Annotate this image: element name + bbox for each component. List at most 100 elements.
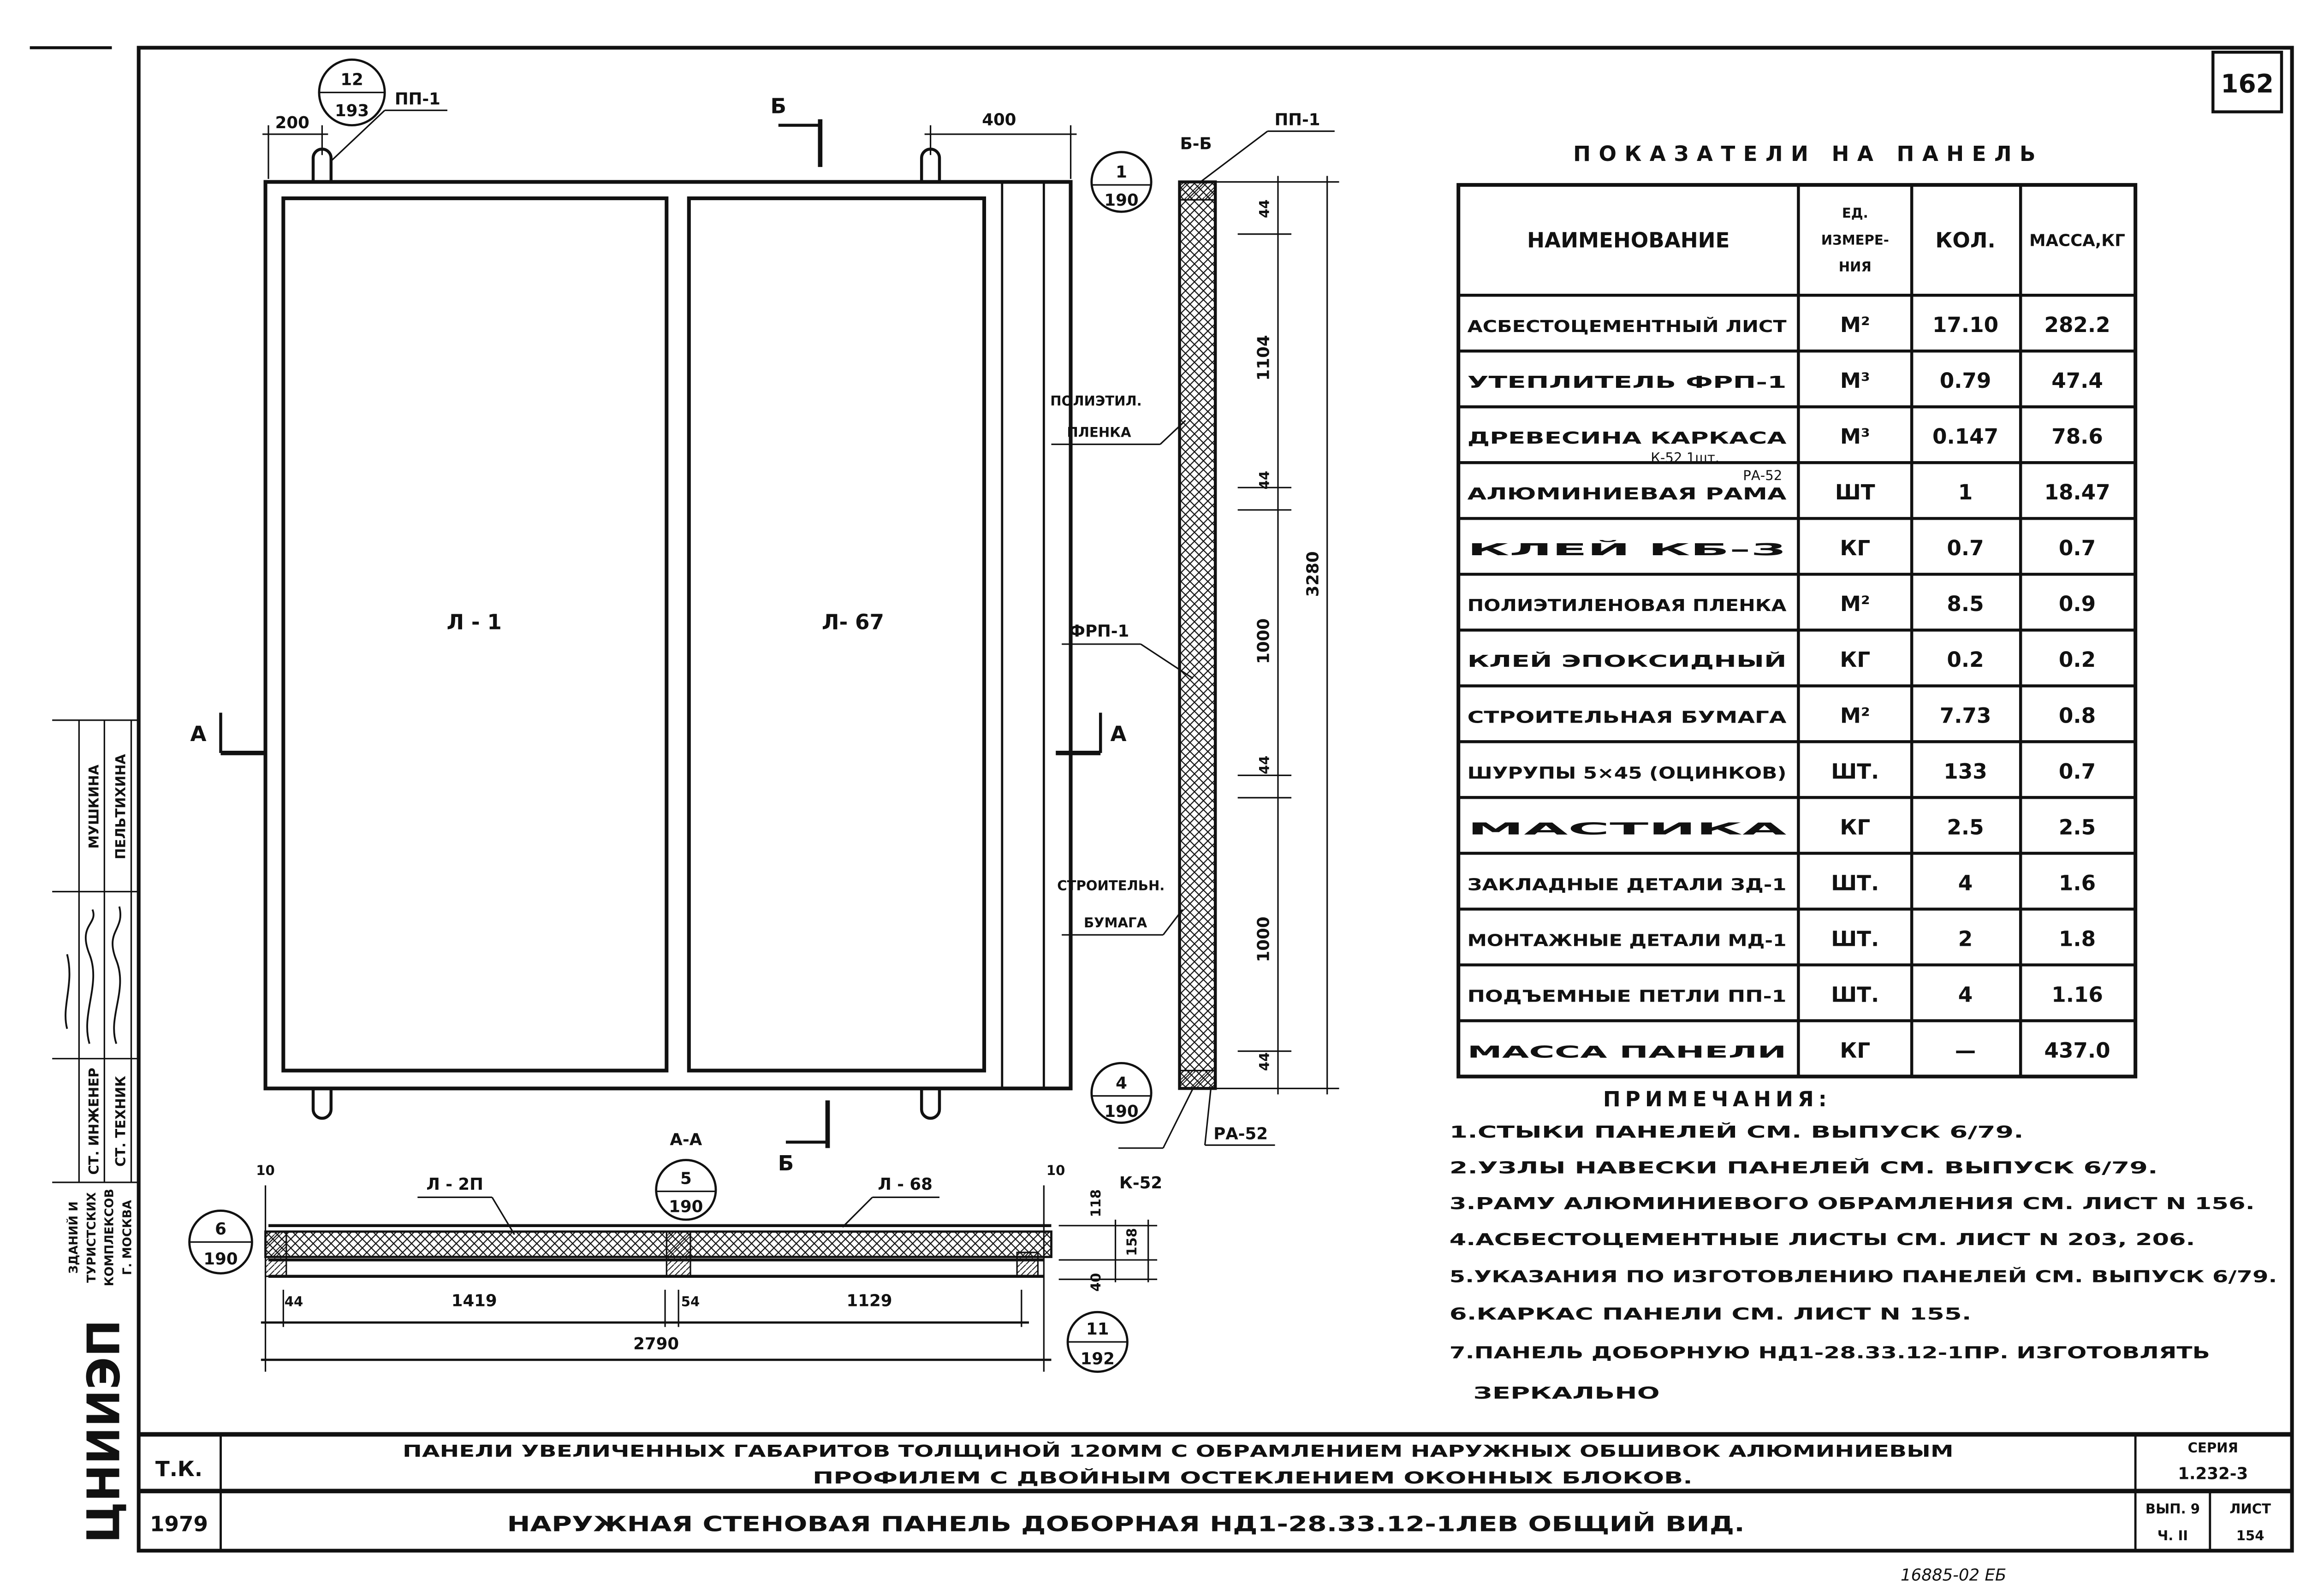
label-paper-1: СТРОИТЕЛЬН. xyxy=(1057,878,1165,893)
svg-text:192: 192 xyxy=(1081,1350,1115,1369)
issue: ВЫП. 9 xyxy=(2146,1501,2200,1517)
cell-name: ДРЕВЕСИНА КАРКАСА xyxy=(1468,429,1787,448)
svg-text:4: 4 xyxy=(1116,1074,1127,1092)
header-mass: МАССА,КГ xyxy=(2029,231,2125,250)
cell-name: АЛЮМИНИЕВАЯ РАМА xyxy=(1468,485,1787,504)
callout-bubble: 4 190 xyxy=(1090,1062,1153,1124)
header-qty: КОЛ. xyxy=(1935,228,1995,253)
section-bb-title: Б-Б xyxy=(1180,134,1212,153)
note-item: 2.УЗЛЫ НАВЕСКИ ПАНЕЛЕЙ СМ. ВЫПУСК 6/79. xyxy=(1450,1158,2158,1178)
sheet-frame: 1 6 2 xyxy=(30,46,2294,1553)
svg-text:190: 190 xyxy=(1104,1102,1138,1121)
cell-unit: М² xyxy=(1840,592,1870,616)
svg-text:190: 190 xyxy=(1104,191,1138,210)
series-label: СЕРИЯ xyxy=(2188,1440,2238,1455)
svg-text:ТУРИСТСКИХ: ТУРИСТСКИХ xyxy=(85,1192,99,1283)
dim-3280: 3280 xyxy=(1303,551,1322,597)
cell-unit: КГ xyxy=(1840,1038,1870,1062)
svg-text:Г. МОСКВА: Г. МОСКВА xyxy=(121,1200,135,1275)
cell-name: МАССА ПАНЕЛИ xyxy=(1468,1043,1787,1062)
signature xyxy=(65,906,121,1044)
k52-label: К-52 xyxy=(1119,1174,1162,1193)
subject-line-1: ПАНЕЛИ УВЕЛИЧЕННЫХ ГАБАРИТОВ ТОЛЩИНОЙ 12… xyxy=(403,1442,1954,1461)
cell-unit: ШТ. xyxy=(1831,982,1879,1007)
cell-qty: 4 xyxy=(1958,871,1973,895)
archive-number: 16885-02 ЕБ xyxy=(1901,1566,2006,1584)
org-logo: ЦНИИЭП xyxy=(78,1320,130,1543)
front-view: Л - 1 Л- 67 200 400 12 193 ПП-1 Б Б xyxy=(190,58,1127,1175)
label-l68: Л - 68 xyxy=(878,1175,932,1194)
cell-name: КЛЕЙ КБ-3 xyxy=(1468,540,1787,559)
note-item: 6.КАРКАС ПАНЕЛИ СМ. ЛИСТ N 155. xyxy=(1450,1305,1972,1324)
cell-name: МАСТИКА xyxy=(1468,819,1788,838)
svg-text:1: 1 xyxy=(1116,163,1127,182)
title-block: Т.К. 1979 ПАНЕЛИ УВЕЛИЧЕННЫХ ГАБАРИТОВ Т… xyxy=(138,1432,2292,1584)
cell-mass: 0.9 xyxy=(2059,592,2096,616)
part: Ч. II xyxy=(2157,1528,2188,1543)
cell-name: ЗАКЛАДНЫЕ ДЕТАЛИ ЗД-1 xyxy=(1468,875,1787,894)
cell-qty: 0.2 xyxy=(1947,647,1984,672)
cell-unit: М² xyxy=(1840,313,1870,337)
section-bb-loop: ПП-1 xyxy=(1274,111,1320,130)
callout-bubble: 12 193 xyxy=(318,58,386,127)
header-unit-2: ИЗМЕРЕ- xyxy=(1821,232,1889,248)
cell-qty: 133 xyxy=(1943,759,1987,783)
cell-mass: 47.4 xyxy=(2051,368,2103,393)
note-item: 3.РАМУ АЛЮМИНИЕВОГО ОБРАМЛЕНИЯ СМ. ЛИСТ … xyxy=(1450,1194,2255,1213)
org-code: Т.К. xyxy=(155,1457,202,1481)
stamp-name: МУШКИНА xyxy=(86,765,101,849)
label-film-2: ПЛЕНКА xyxy=(1067,424,1131,440)
cell-qty: 8.5 xyxy=(1947,592,1984,616)
svg-text:44: 44 xyxy=(285,1293,303,1309)
loop-label: ПП-1 xyxy=(395,89,440,108)
cell-mass: 1.16 xyxy=(2051,982,2103,1007)
section-mark-b-bottom: Б xyxy=(778,1100,830,1175)
label-frp: ФРП-1 xyxy=(1069,622,1129,641)
cell-unit: М² xyxy=(1840,703,1870,728)
cell-qty: 2 xyxy=(1958,926,1973,951)
svg-text:193: 193 xyxy=(335,101,369,120)
note-item: 5.УКАЗАНИЯ ПО ИЗГОТОВЛЕНИЮ ПАНЕЛЕЙ СМ. В… xyxy=(1450,1267,2277,1287)
indicators-table: ПОКАЗАТЕЛИ НА ПАНЕЛЬ НАИМЕНОВАНИЕ ЕД. ИЗ… xyxy=(1456,142,2138,1079)
svg-text:А: А xyxy=(1110,722,1126,746)
svg-text:40: 40 xyxy=(1088,1273,1104,1291)
table-title: ПОКАЗАТЕЛИ НА ПАНЕЛЬ xyxy=(1573,142,2035,166)
header-name: НАИМЕНОВАНИЕ xyxy=(1527,228,1730,253)
svg-text:1000: 1000 xyxy=(1254,618,1273,664)
cell-name: ПОЛИЭТИЛЕНОВАЯ ПЛЕНКА xyxy=(1468,596,1787,615)
svg-text:А: А xyxy=(190,722,207,746)
svg-text:Б: Б xyxy=(771,94,787,119)
header-unit-3: НИЯ xyxy=(1839,259,1872,274)
cell-unit: ШТ. xyxy=(1831,759,1879,783)
svg-text:6: 6 xyxy=(215,1220,226,1239)
cell-qty: 0.7 xyxy=(1947,536,1984,560)
sheet-number: 162 xyxy=(2221,69,2274,98)
subject-line-2: ПРОФИЛЕМ С ДВОЙНЫМ ОСТЕКЛЕНИЕМ ОКОННЫХ Б… xyxy=(813,1468,1693,1488)
cell-qty: 2.5 xyxy=(1947,815,1984,839)
svg-text:44: 44 xyxy=(1257,1052,1272,1071)
svg-text:1419: 1419 xyxy=(452,1291,497,1310)
cell-mass: 0.2 xyxy=(2059,647,2096,672)
sheet: 154 xyxy=(2236,1528,2264,1543)
cell-mass: 437.0 xyxy=(2044,1038,2110,1062)
svg-text:158: 158 xyxy=(1124,1228,1140,1256)
note-item: 7.ПАНЕЛЬ ДОБОРНУЮ НД1-28.33.12-1ПР. ИЗГО… xyxy=(1450,1344,2210,1363)
cell-unit: М³ xyxy=(1840,368,1870,393)
svg-text:5: 5 xyxy=(680,1169,692,1188)
section-aa: А-А 6 190 5 190 11 192 Л - 2П Л - 68 xyxy=(188,1130,1158,1373)
cell-qty: 0.147 xyxy=(1932,424,1998,449)
cell-unit: ШТ xyxy=(1835,480,1875,504)
year: 1979 xyxy=(150,1512,208,1537)
svg-text:118: 118 xyxy=(1088,1189,1104,1217)
cell-name: ПОДЪЕМНЫЕ ПЕТЛИ ПП-1 xyxy=(1468,987,1787,1006)
cell-name: УТЕПЛИТЕЛЬ ФРП-1 xyxy=(1468,373,1787,392)
cell-mass: 1.6 xyxy=(2059,871,2096,895)
svg-text:44: 44 xyxy=(1257,471,1272,490)
cell-mass: 18.47 xyxy=(2044,480,2110,504)
cell-mass: 2.5 xyxy=(2059,815,2096,839)
cell-name: МОНТАЖНЫЕ ДЕТАЛИ МД-1 xyxy=(1468,931,1787,950)
sheet-title: НАРУЖНАЯ СТЕНОВАЯ ПАНЕЛЬ ДОБОРНАЯ НД1-28… xyxy=(507,1512,1745,1537)
svg-text:1104: 1104 xyxy=(1254,335,1273,381)
cell-qty: 7.73 xyxy=(1940,703,1991,728)
